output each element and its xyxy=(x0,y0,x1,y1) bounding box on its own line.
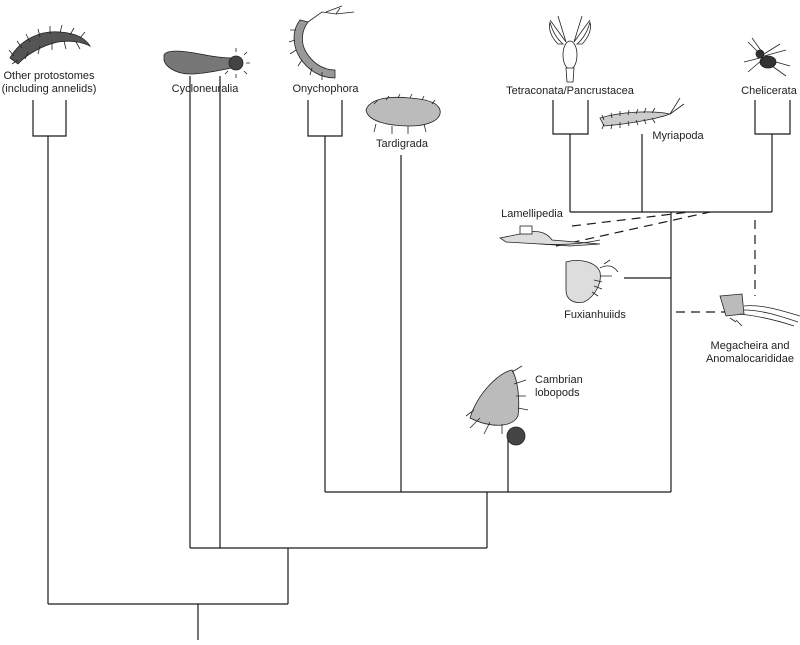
spider-icon xyxy=(743,37,791,77)
priapulid-worm-icon xyxy=(163,48,250,78)
label-onychophora: Onychophora xyxy=(292,83,359,95)
label-cycloneuralia: Cycloneuralia xyxy=(171,83,239,95)
label-lamellipedia: Lamellipedia xyxy=(501,208,563,220)
uncertain-links xyxy=(555,211,756,313)
tree-branches xyxy=(32,76,791,640)
polychaete-worm-icon xyxy=(8,24,92,65)
tardigrade-icon xyxy=(365,93,441,134)
centipede-icon xyxy=(599,97,685,130)
label-tardigrada: Tardigrada xyxy=(376,138,428,150)
bracket-other-protostomes xyxy=(32,100,67,137)
label-fuxianhuiids: Fuxianhuiids xyxy=(564,309,626,321)
fuxianhuiid-fossil-icon xyxy=(565,259,619,303)
label-chelicerata: Chelicerata xyxy=(741,85,797,97)
dashed-link-lamellipedia-b xyxy=(571,211,691,227)
bracket-onychophora xyxy=(307,100,343,137)
label-tetraconata: Tetraconata/Pancrustacea xyxy=(506,85,634,97)
anomalocarid-fossil-icon xyxy=(719,293,800,327)
label-megacheira: Megacheira and Anomalocarididae xyxy=(705,340,795,365)
dashed-link-lamellipedia-a xyxy=(555,211,711,247)
label-myriapoda: Myriapoda xyxy=(652,130,704,142)
crayfish-icon xyxy=(549,15,591,83)
bracket-tetraconata xyxy=(552,100,589,135)
velvet-worm-icon xyxy=(288,5,355,80)
label-other-protostomes: Other protostomes (including annelids) xyxy=(1,70,97,95)
bracket-chelicerata xyxy=(754,100,791,135)
lamellipede-fossil-icon xyxy=(498,225,601,247)
label-cambrian-lobopods: Cambrian lobopods xyxy=(535,374,583,399)
cambrian-lobopod-icon xyxy=(465,365,529,446)
